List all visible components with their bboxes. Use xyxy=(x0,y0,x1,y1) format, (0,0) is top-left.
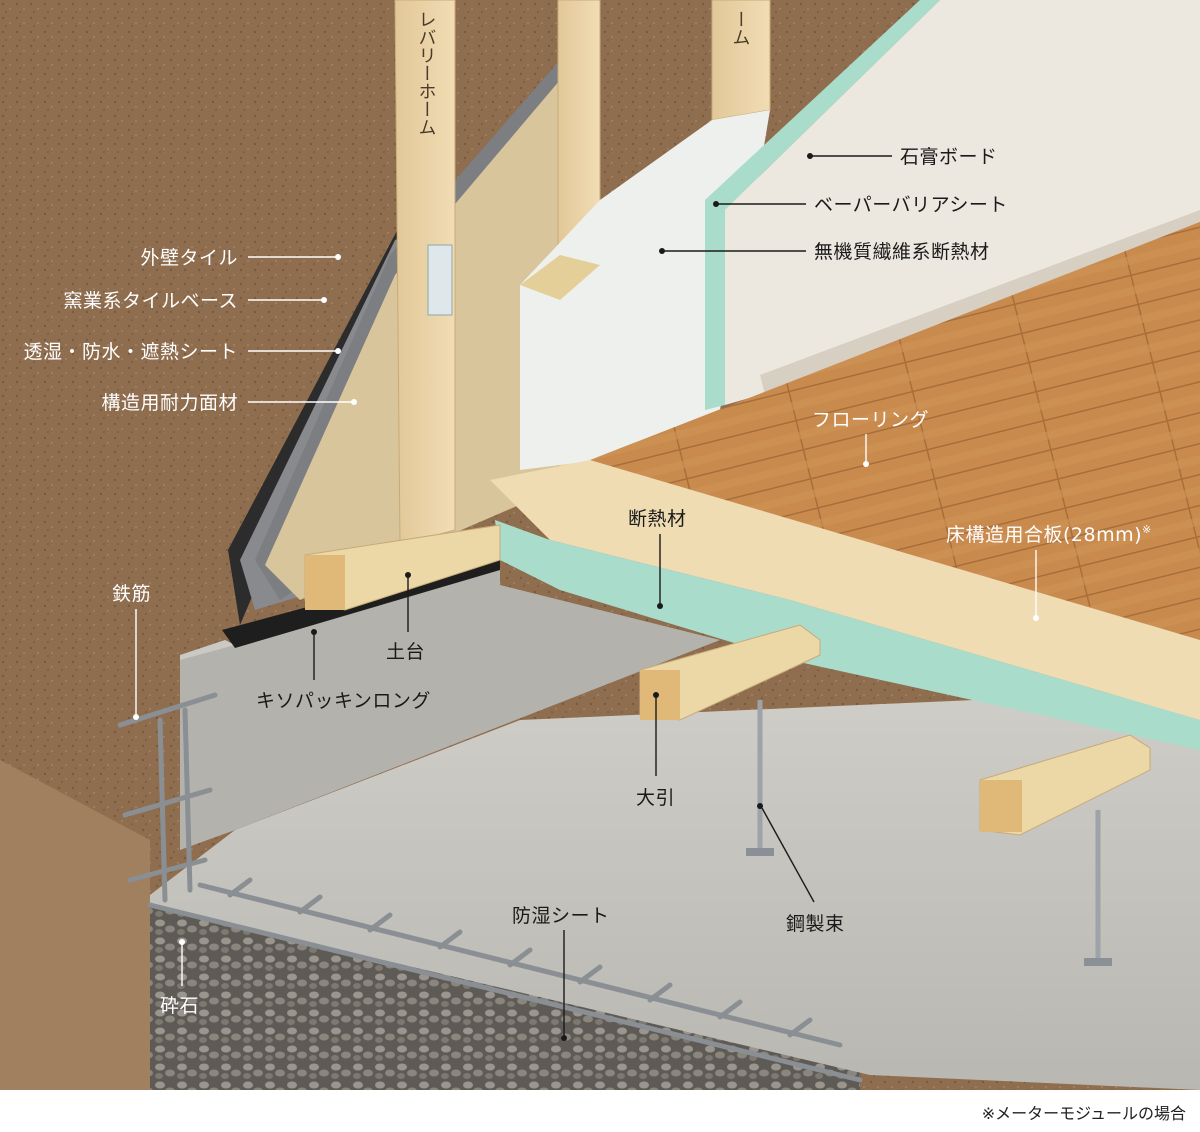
svg-text:外壁タイル: 外壁タイル xyxy=(140,247,238,269)
label-dodai: 土台 xyxy=(386,572,425,663)
foundation-top xyxy=(180,640,235,660)
soil-lower xyxy=(0,760,150,1090)
concrete-slab xyxy=(150,690,1200,1090)
label-boshitsu-sheet: 防湿シート xyxy=(512,905,610,1041)
svg-text:無機質繊維系断熱材: 無機質繊維系断熱材 xyxy=(814,241,990,263)
label-obiki: 大引 xyxy=(636,692,675,809)
gypsum-board xyxy=(725,0,1200,405)
label-gaiheki-tile: 外壁タイル xyxy=(140,247,341,269)
svg-text:窯業系タイルベース: 窯業系タイルベース xyxy=(63,290,238,312)
label-kosei-tsuka: 鋼製束 xyxy=(757,803,845,935)
svg-text:石膏ボード: 石膏ボード xyxy=(900,145,998,168)
label-tecchin: 鉄筋 xyxy=(112,583,151,720)
floor-insulation xyxy=(495,520,1200,750)
stud-sticker xyxy=(427,244,453,316)
label-vapor-barrier: ベーパーバリアシート xyxy=(713,194,1008,216)
post-base-2 xyxy=(1084,958,1112,966)
stud-brand-text-2: ーム xyxy=(730,10,751,46)
label-kiso-packing: キソパッキンロング xyxy=(256,629,431,712)
svg-text:フローリング: フローリング xyxy=(812,409,929,431)
svg-text:鉄筋: 鉄筋 xyxy=(112,583,151,605)
svg-text:土台: 土台 xyxy=(386,641,425,663)
svg-text:防湿シート: 防湿シート xyxy=(512,905,610,927)
plywood-subfloor xyxy=(490,460,1200,720)
svg-text:床構造用合板(28mm)※: 床構造用合板(28mm)※ xyxy=(946,523,1152,546)
svg-text:大引: 大引 xyxy=(636,787,675,809)
label-toshitsu-sheet: 透湿・防水・遮熱シート xyxy=(23,341,341,363)
footnote: ※メーターモジュールの場合 xyxy=(981,1104,1186,1123)
svg-text:ベーパーバリアシート: ベーパーバリアシート xyxy=(814,194,1008,216)
label-yuka-gohan: 床構造用合板(28mm)※ xyxy=(946,523,1152,621)
post-base-1 xyxy=(746,848,774,856)
label-saiseki: 砕石 xyxy=(160,939,199,1017)
svg-text:構造用耐力面材: 構造用耐力面材 xyxy=(101,392,238,414)
label-sekko-board: 石膏ボード xyxy=(807,145,998,168)
label-mukishitsu-insulation: 無機質繊維系断熱材 xyxy=(659,241,990,263)
svg-text:砕石: 砕石 xyxy=(160,995,199,1017)
stud-brand-text: レバリーホーム xyxy=(416,10,437,136)
white-footer xyxy=(0,1090,1200,1132)
steel-posts xyxy=(757,700,1101,960)
label-kozo-menzai: 構造用耐力面材 xyxy=(101,392,357,414)
insulation-top-block xyxy=(520,255,600,300)
stud-label-marks: レバリーホーム ーム xyxy=(416,10,751,136)
svg-text:鋼製束: 鋼製束 xyxy=(786,913,845,935)
svg-text:キソパッキンロング: キソパッキンロング xyxy=(256,690,431,712)
rebar-grid xyxy=(117,692,863,1083)
floor-beams xyxy=(639,624,1151,836)
svg-text:透湿・防水・遮熱シート: 透湿・防水・遮熱シート xyxy=(23,341,238,363)
label-yogyo-tile-base: 窯業系タイルベース xyxy=(63,290,327,312)
svg-text:断熱材: 断熱材 xyxy=(628,508,687,530)
label-flooring: フローリング xyxy=(812,409,929,467)
baseboard xyxy=(760,210,1200,395)
label-dannetsuzai: 断熱材 xyxy=(628,508,687,609)
sill-end xyxy=(305,555,345,610)
